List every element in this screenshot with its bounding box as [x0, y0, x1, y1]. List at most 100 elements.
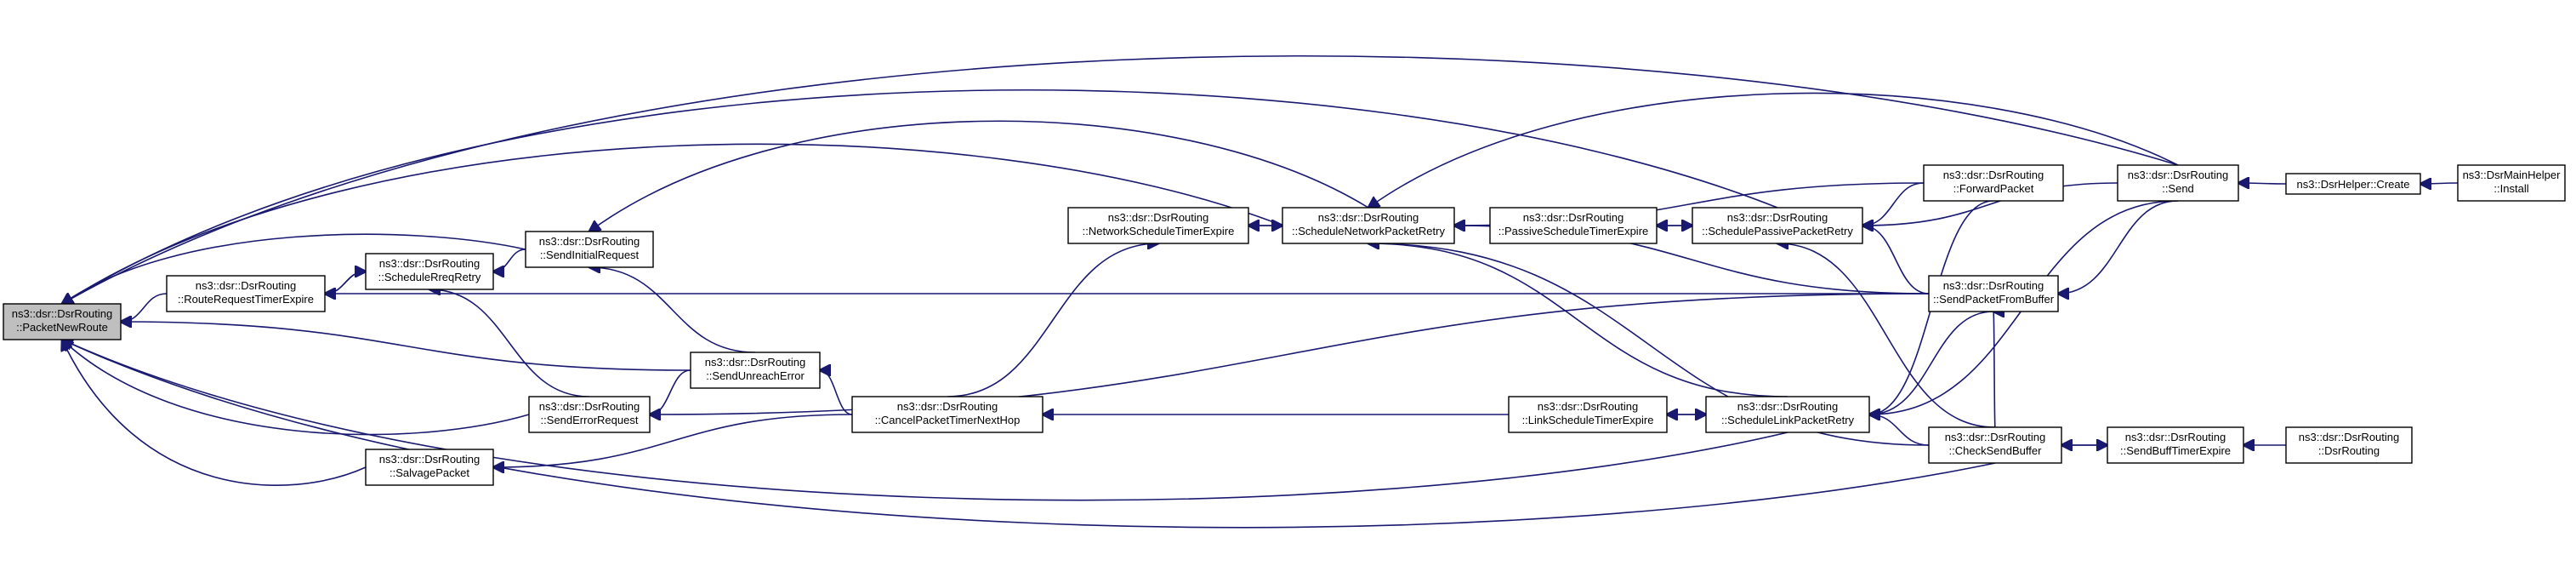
- call-edge-send-unreach-error-to-send-initial-request: [589, 267, 756, 353]
- node-box: [2285, 426, 2413, 464]
- node-class-label: ns3::dsr::DsrRouting: [1108, 211, 1209, 224]
- node-passive-schedule-timer-expire[interactable]: ns3::dsr::DsrRouting::PassiveScheduleTim…: [1489, 207, 1658, 244]
- node-class-label: ns3::dsr::DsrRouting: [1727, 211, 1828, 224]
- call-edge-schedule-network-packet-retry-to-send-initial-request: [589, 120, 1369, 232]
- node-schedule-rreq-retry[interactable]: ns3::dsr::DsrRouting::ScheduleRreqRetry: [365, 253, 494, 290]
- call-edge-check-send-buffer-to-schedule-passive-packet-retry: [1777, 243, 1996, 428]
- node-class-label: ns3::dsr::DsrRouting: [539, 400, 640, 413]
- node-method-label: ::SchedulePassivePacketRetry: [1702, 225, 1853, 237]
- node-class-label: ns3::dsr::DsrRouting: [1943, 279, 2044, 292]
- node-box: [1692, 207, 1863, 244]
- node-box: [1923, 164, 2064, 202]
- call-edge-send-error-request-to-packet-new-route: [62, 340, 530, 436]
- node-method-label: ::ForwardPacket: [1953, 182, 2034, 195]
- call-edge-check-send-buffer-to-packet-new-route: [62, 340, 1996, 529]
- call-edge-send-to-packet-new-route: [62, 54, 2179, 304]
- node-class-label: ns3::dsr::DsrRouting: [2125, 431, 2226, 443]
- node-class-label: ns3::dsr::DsrRouting: [705, 356, 806, 369]
- node-method-label: ::CheckSendBuffer: [1949, 444, 2043, 457]
- call-edge-schedule-network-packet-retry-to-packet-new-route: [62, 143, 1283, 304]
- node-class-label: ns3::dsr::DsrRouting: [539, 235, 640, 248]
- node-schedule-network-packet-retry[interactable]: ns3::dsr::DsrRouting::ScheduleNetworkPac…: [1282, 207, 1455, 244]
- node-box: [2107, 426, 2244, 464]
- node-box: [365, 449, 494, 486]
- node-method-label: ::SendPacketFromBuffer: [1933, 293, 2055, 306]
- node-class-label: ns3::DsrHelper::Create: [2297, 178, 2410, 191]
- node-network-schedule-timer-expire[interactable]: ns3::dsr::DsrRouting::NetworkScheduleTim…: [1067, 207, 1249, 244]
- node-class-label: ns3::dsr::DsrRouting: [379, 257, 481, 270]
- call-edge-route-request-timer-expire-to-schedule-rreq-retry: [324, 272, 366, 294]
- call-edge-check-send-buffer-to-schedule-network-packet-retry: [1368, 243, 1930, 446]
- node-box: [1489, 207, 1658, 244]
- call-edge-send-to-schedule-passive-packet-retry: [1862, 182, 2118, 226]
- node-schedule-passive-packet-retry[interactable]: ns3::dsr::DsrRouting::SchedulePassivePac…: [1692, 207, 1863, 244]
- call-edge-send-error-request-to-schedule-rreq-retry: [429, 289, 590, 397]
- node-route-request-timer-expire[interactable]: ns3::dsr::DsrRouting::RouteRequestTimerE…: [166, 275, 326, 312]
- node-method-label: ::RouteRequestTimerExpire: [178, 293, 314, 306]
- call-graph-nodes: ns3::dsr::DsrRouting::PacketNewRoutens3:…: [3, 164, 2566, 486]
- node-forward-packet[interactable]: ns3::dsr::DsrRouting::ForwardPacket: [1923, 164, 2064, 202]
- node-box: [365, 253, 494, 290]
- node-box: [1928, 426, 2062, 464]
- node-dsr-routing-ctor[interactable]: ns3::dsr::DsrRouting::DsrRouting: [2285, 426, 2413, 464]
- node-box: [1705, 396, 1870, 433]
- node-cancel-packet-timer-next-hop[interactable]: ns3::dsr::DsrRouting::CancelPacketTimerN…: [851, 396, 1043, 433]
- node-send-error-request[interactable]: ns3::dsr::DsrRouting::SendErrorRequest: [528, 396, 651, 433]
- node-box: [2457, 164, 2566, 202]
- call-edge-check-send-buffer-to-schedule-link-packet-retry: [1869, 414, 1930, 446]
- node-class-label: ns3::dsr::DsrRouting: [1943, 169, 2044, 181]
- call-edge-route-request-timer-expire-to-packet-new-route: [121, 293, 168, 322]
- call-edge-schedule-link-packet-retry-to-packet-new-route: [62, 340, 1788, 501]
- node-link-schedule-timer-expire[interactable]: ns3::dsr::DsrRouting::LinkScheduleTimerE…: [1508, 396, 1668, 433]
- node-method-label: ::Install: [2494, 182, 2528, 195]
- node-method-label: ::PacketNewRoute: [16, 321, 108, 334]
- node-salvage-packet[interactable]: ns3::dsr::DsrRouting::SalvagePacket: [365, 449, 494, 486]
- node-method-label: ::ScheduleRreqRetry: [378, 271, 481, 283]
- node-send-buff-timer-expire[interactable]: ns3::dsr::DsrRouting::SendBuffTimerExpir…: [2107, 426, 2244, 464]
- node-box: [851, 396, 1043, 433]
- node-send-unreach-error[interactable]: ns3::dsr::DsrRouting::SendUnreachError: [690, 352, 821, 389]
- node-class-label: ns3::dsr::DsrRouting: [1538, 400, 1639, 413]
- call-edge-schedule-passive-packet-retry-to-packet-new-route: [62, 89, 1778, 304]
- node-box: [1508, 396, 1668, 433]
- call-edge-dsr-helper-create-to-send: [2238, 183, 2287, 184]
- node-method-label: ::SendErrorRequest: [541, 414, 639, 426]
- node-dsr-main-helper-install[interactable]: ns3::DsrMainHelper::Install: [2457, 164, 2566, 202]
- node-box: [690, 352, 821, 389]
- node-method-label: ::SendInitialRequest: [540, 249, 640, 261]
- call-edge-send-packet-from-buffer-to-schedule-link-packet-retry: [1869, 311, 1994, 414]
- node-box: [1282, 207, 1455, 244]
- call-edge-cancel-packet-timer-next-hop-to-network-schedule-timer-expire: [947, 243, 1158, 397]
- call-edge-forward-packet-to-schedule-passive-packet-retry: [1862, 182, 1925, 226]
- node-box: [166, 275, 326, 312]
- call-edges: [62, 54, 2459, 529]
- node-method-label: ::NetworkScheduleTimerExpire: [1083, 225, 1235, 237]
- node-dsr-helper-create[interactable]: ns3::DsrHelper::Create: [2285, 173, 2421, 195]
- call-edge-cancel-packet-timer-next-hop-to-send-unreach-error: [820, 370, 853, 415]
- node-method-label: ::ScheduleNetworkPacketRetry: [1292, 225, 1445, 237]
- node-class-label: ns3::dsr::DsrRouting: [897, 400, 998, 413]
- node-class-label: ns3::dsr::DsrRouting: [379, 453, 481, 466]
- node-box: [528, 396, 651, 433]
- node-send[interactable]: ns3::dsr::DsrRouting::Send: [2117, 164, 2239, 202]
- node-class-label: ns3::dsr::DsrRouting: [196, 279, 297, 292]
- node-box: [525, 231, 654, 268]
- node-box: [1067, 207, 1249, 244]
- node-class-label: ns3::dsr::DsrRouting: [2128, 169, 2229, 181]
- node-class-label: ns3::dsr::DsrRouting: [12, 307, 113, 320]
- call-edge-send-unreach-error-to-packet-new-route: [121, 322, 691, 371]
- node-method-label: ::Send: [2162, 182, 2194, 195]
- call-edge-dsr-main-helper-install-to-dsr-helper-create: [2420, 183, 2459, 184]
- node-check-send-buffer[interactable]: ns3::dsr::DsrRouting::CheckSendBuffer: [1928, 426, 2062, 464]
- node-box: [2117, 164, 2239, 202]
- call-edge-send-unreach-error-to-send-error-request: [650, 369, 691, 414]
- node-send-packet-from-buffer[interactable]: ns3::dsr::DsrRouting::SendPacketFromBuff…: [1928, 275, 2059, 312]
- node-schedule-link-packet-retry[interactable]: ns3::dsr::DsrRouting::ScheduleLinkPacket…: [1705, 396, 1870, 433]
- call-edge-schedule-link-packet-retry-to-schedule-network-packet-retry: [1368, 243, 1788, 397]
- node-send-initial-request[interactable]: ns3::dsr::DsrRouting::SendInitialRequest: [525, 231, 654, 268]
- node-box: [2285, 173, 2421, 195]
- node-packet-new-route[interactable]: ns3::dsr::DsrRouting::PacketNewRoute: [3, 303, 122, 340]
- node-box: [3, 303, 122, 340]
- node-class-label: ns3::dsr::DsrRouting: [1737, 400, 1839, 413]
- call-edge-cancel-packet-timer-next-hop-to-salvage-packet: [493, 414, 853, 467]
